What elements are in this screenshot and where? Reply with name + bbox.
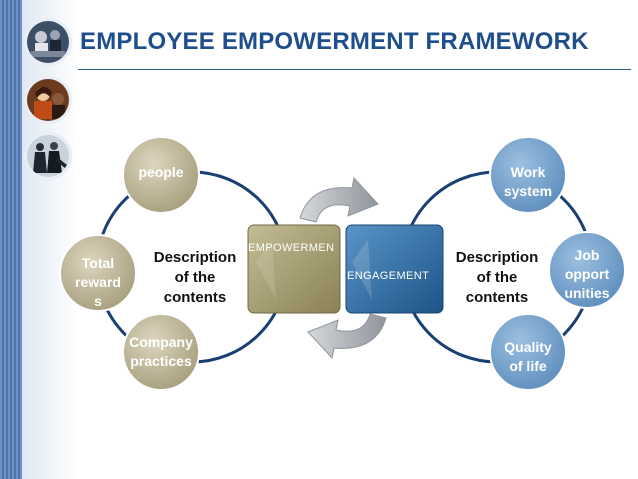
node-job-opportunities-label: Job opport unities	[560, 246, 614, 303]
empowerment-label: EMPOWERMEN	[248, 242, 335, 254]
node-work-system-label: Work system	[500, 163, 556, 201]
cycle-arrow-bottom	[308, 314, 386, 358]
node-quality-of-life-label: Quality of life	[500, 338, 556, 376]
node-company-practices-label: Company practices	[123, 333, 199, 371]
right-description: Description of the contents	[447, 248, 547, 308]
cycle-arrow-top	[300, 178, 378, 222]
node-people-label: people	[123, 163, 199, 182]
node-total-rewards-label: Total reward s	[72, 254, 124, 311]
left-description: Description of the contents	[145, 248, 245, 308]
engagement-label: ENGAGEMENT	[347, 270, 429, 282]
